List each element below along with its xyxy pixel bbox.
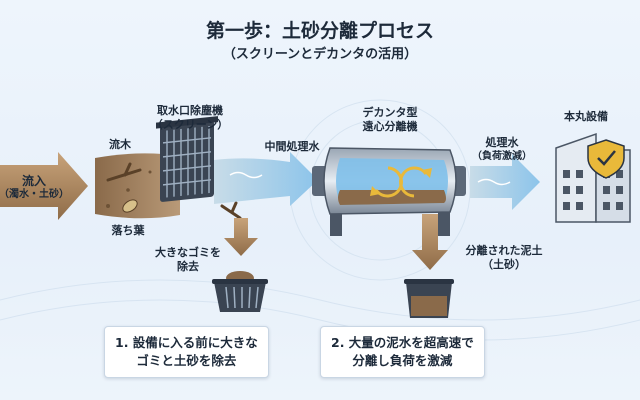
screen-label-sub: （スクリーン）: [151, 118, 229, 131]
page-subtitle: （スクリーンとデカンタの活用）: [222, 47, 418, 62]
separated-soil-sub: （土砂）: [482, 258, 526, 271]
background-pattern: [0, 99, 640, 341]
screen-grate-icon: [156, 116, 218, 202]
mud-bin-icon: [404, 279, 454, 318]
treated-water-label: 処理水 （負荷激減）: [472, 136, 532, 164]
shield-check-icon: [587, 139, 625, 179]
decanter-label-sub: 遠心分離機: [362, 120, 418, 133]
step-1-line1: 1. 設備に入る前に大きな: [115, 335, 258, 350]
inflow-arrow: [0, 152, 88, 220]
intermediate-water-label: 中間処理水: [264, 140, 320, 153]
screen-label: 取水口除塵機 （スクリーン）: [152, 104, 228, 132]
treated-water-label-main: 処理水: [485, 136, 519, 149]
soil-arrow: [412, 214, 448, 270]
step-box-1: 1. 設備に入る前に大きな ゴミと土砂を除去: [104, 326, 269, 378]
inflow-label: 流入 （濁水・土砂）: [0, 174, 69, 202]
screen-label-main: 取水口除塵機: [156, 104, 223, 117]
big-debris-label: 大きなゴミを 除去: [155, 246, 221, 274]
treated-water-label-sub: （負荷激減）: [472, 151, 532, 162]
driftwood-label: 流木: [109, 138, 131, 151]
debris-arrow: [224, 218, 258, 256]
decanter-label-main: デカンタ型: [362, 106, 418, 119]
intermediate-water-arrow: [214, 152, 318, 206]
step-2-line1: 2. 大量の泥水を超高速で: [331, 335, 474, 350]
big-debris-line2: 除去: [177, 260, 199, 273]
inflow-label-sub: （濁水・土砂）: [0, 189, 69, 200]
step-1-line2: ゴミと土砂を除去: [136, 353, 237, 368]
decanter-icon: [312, 147, 466, 236]
step-2-line2: 分離し負荷を激減: [352, 353, 453, 368]
decanter-label: デカンタ型 遠心分離機: [363, 106, 418, 134]
separated-soil-label: 分離された泥土 （土砂）: [466, 244, 543, 272]
muddy-stream: [95, 153, 180, 219]
separated-soil-main: 分離された泥土: [465, 244, 543, 257]
treated-water-arrow: [470, 154, 540, 210]
step-box-2: 2. 大量の泥水を超高速で 分離し負荷を激減: [320, 326, 485, 378]
leaves-label: 落ち葉: [111, 224, 145, 237]
big-debris-line1: 大きなゴミを: [155, 246, 221, 259]
rotation-arrows-icon: [370, 166, 432, 198]
page-title: 第一歩：土砂分離プロセス: [205, 20, 435, 42]
facility-label: 本丸設備: [564, 110, 608, 123]
inflow-label-main: 流入: [21, 174, 46, 188]
basket-icon: [212, 271, 268, 312]
